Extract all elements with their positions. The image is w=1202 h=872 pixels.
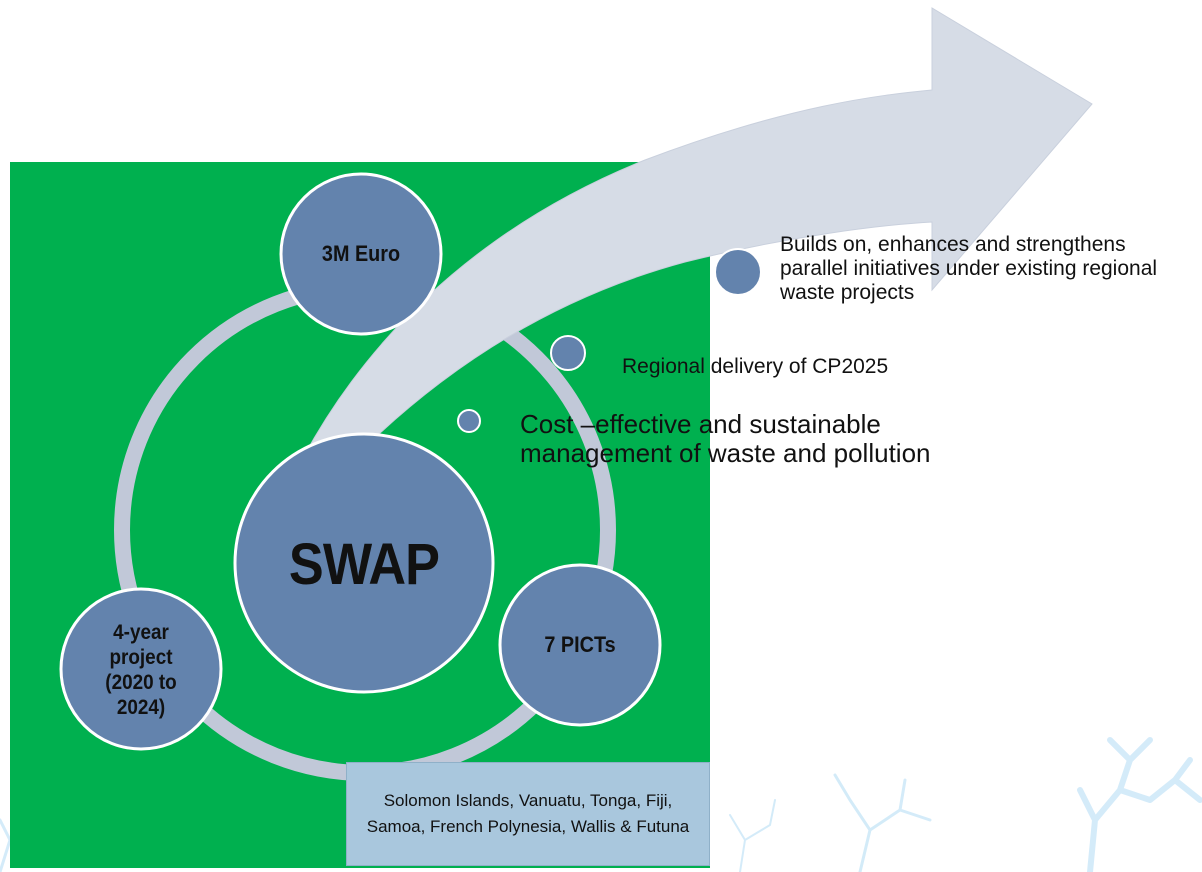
bullet-dot-2 bbox=[550, 335, 586, 371]
countries-label: 7 PICTs bbox=[544, 632, 616, 657]
duration-label: 4-year project (2020 to 2024) bbox=[105, 621, 177, 719]
bullet-text-2: Regional delivery of CP2025 bbox=[622, 355, 889, 378]
duration-circle bbox=[59, 587, 223, 751]
bullet-dot-3 bbox=[457, 409, 481, 433]
funding-circle bbox=[279, 172, 443, 336]
coral-decoration bbox=[0, 737, 1202, 872]
bullet-dot-1 bbox=[714, 248, 762, 296]
countries-circle bbox=[498, 563, 662, 727]
bullet-text-3: Cost –effective and sustainable manageme… bbox=[520, 409, 931, 468]
funding-label: 3M Euro bbox=[321, 241, 401, 266]
core-label: SWAP bbox=[288, 531, 440, 597]
bullet-text-1: Builds on, enhances and strengthens para… bbox=[780, 233, 1158, 304]
countries-list-box: Solomon Islands, Vanuatu, Tonga, Fiji, S… bbox=[346, 762, 710, 866]
core-circle bbox=[233, 432, 495, 694]
countries-list-text: Solomon Islands, Vanuatu, Tonga, Fiji, S… bbox=[366, 791, 690, 836]
